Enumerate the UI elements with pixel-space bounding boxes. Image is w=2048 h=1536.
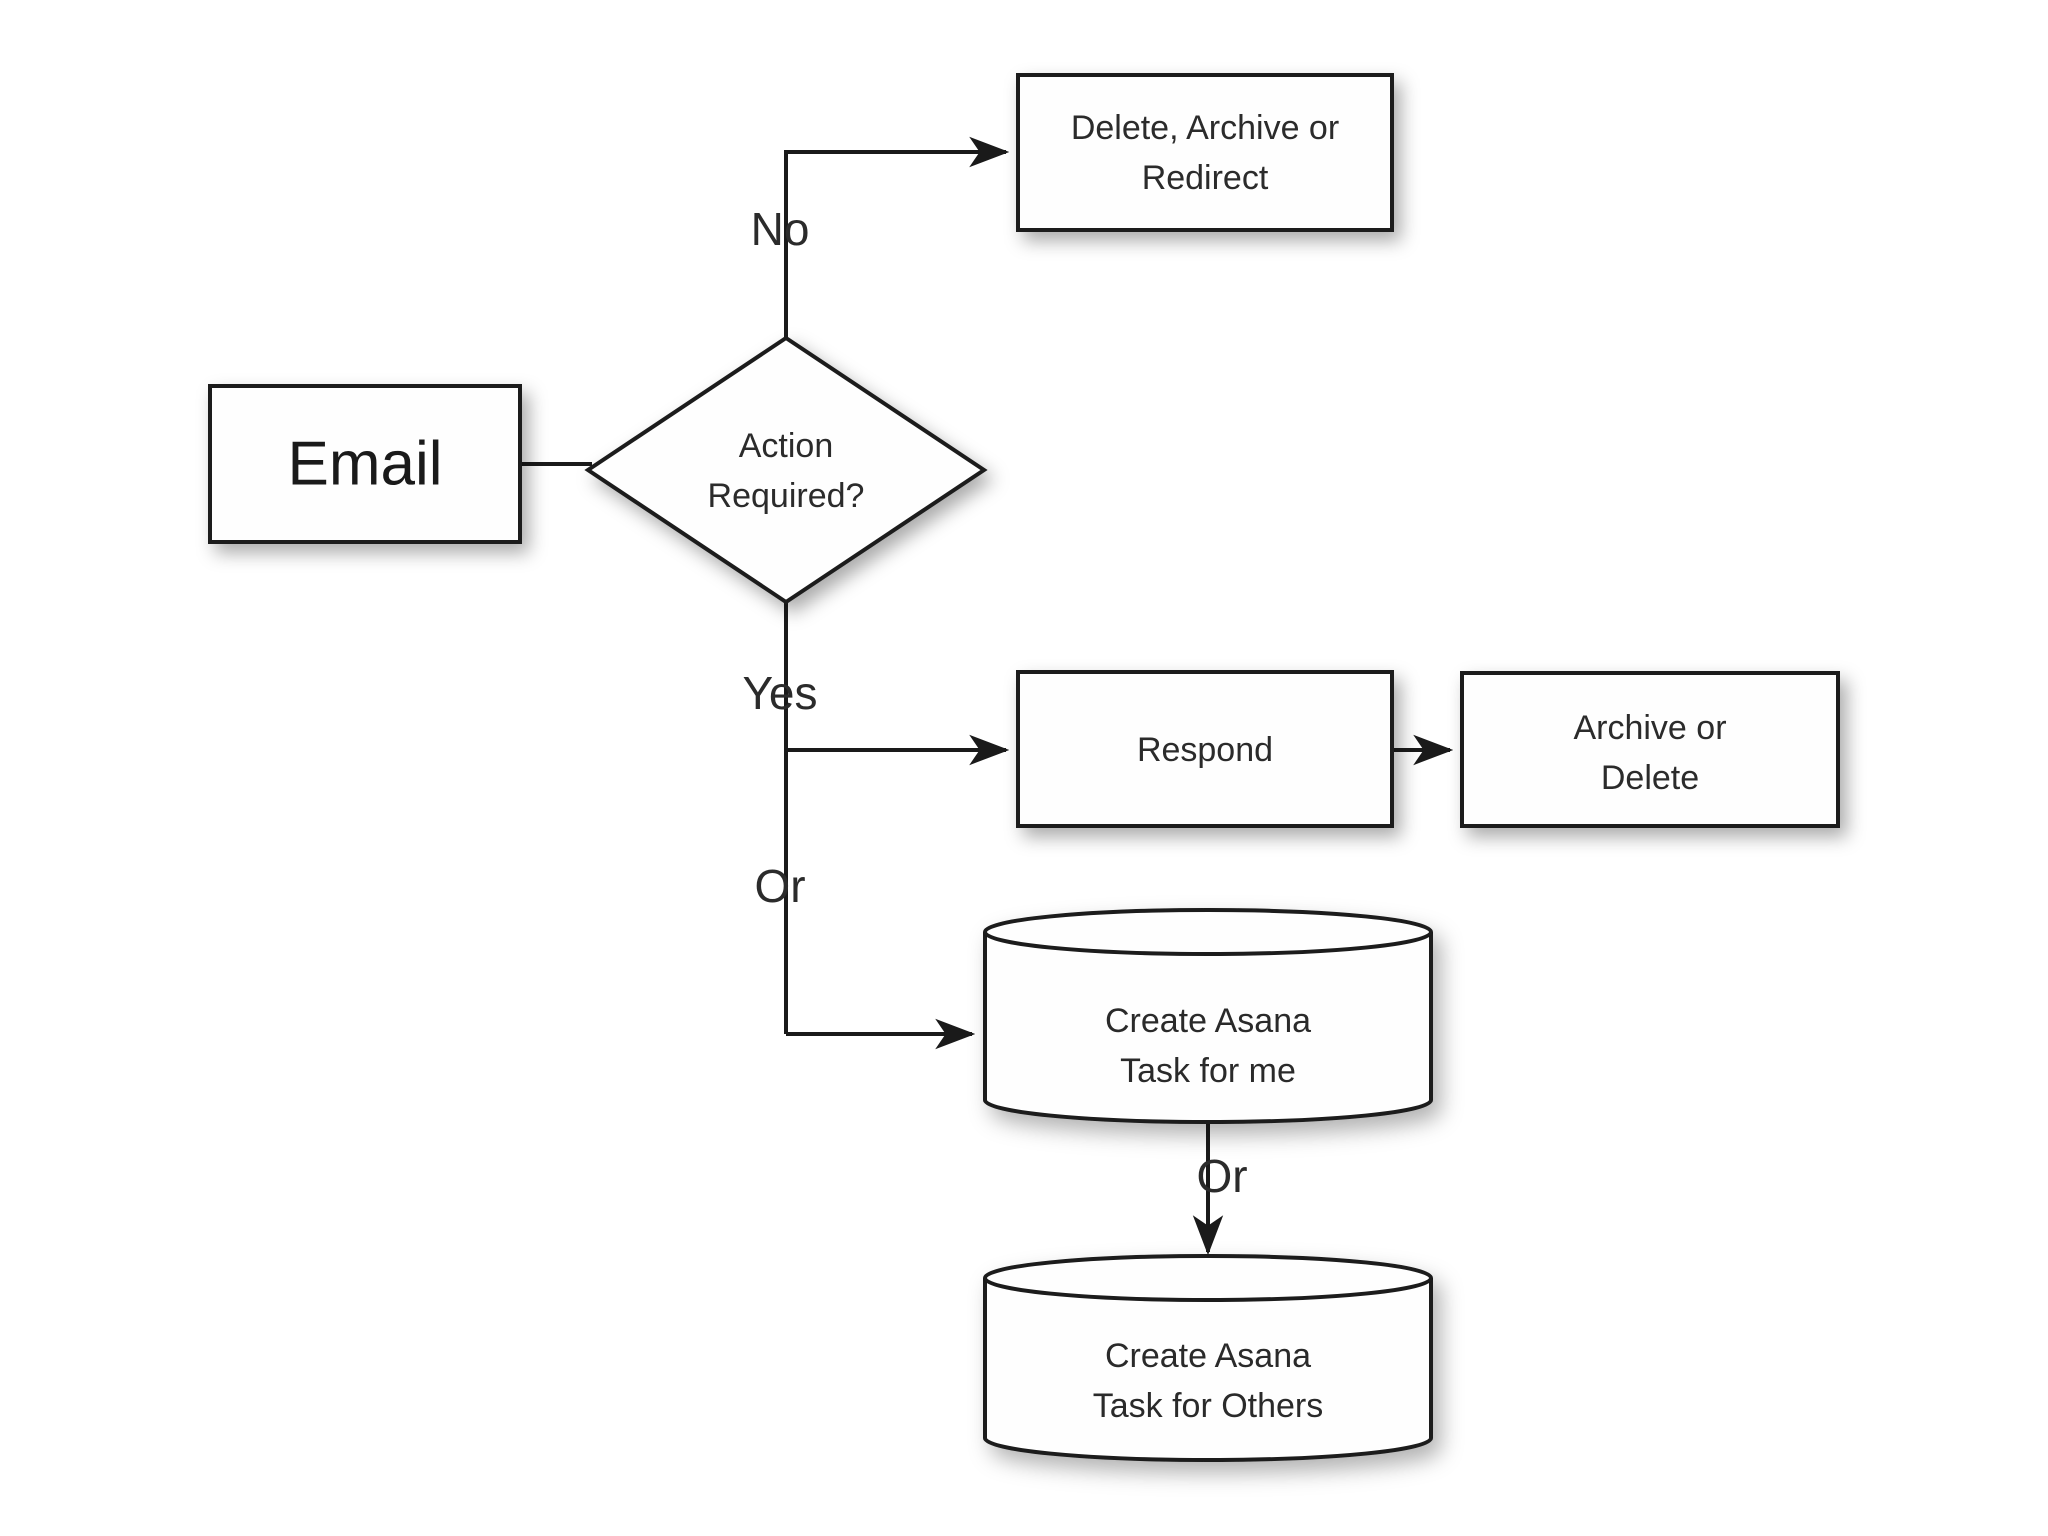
node-respond-label: Respond [1137,731,1273,769]
node-delete-archive-redirect[interactable]: Delete, Archive or Redirect [1016,73,1394,232]
edge-label-or-chain-text: Or [1196,1150,1247,1202]
node-archive-or-delete-label-line1: Archive or [1573,709,1726,747]
node-email[interactable]: Email [208,384,522,544]
node-archive-or-delete-label-line2: Delete [1601,759,1699,797]
edge-decision-to-delete-archive-redirect [784,136,1010,338]
node-create-asana-task-for-me-label-line2: Task for me [1120,1052,1296,1090]
node-email-label: Email [287,429,442,498]
node-archive-or-delete[interactable]: Archive or Delete [1460,671,1840,828]
edge-label-no-text: No [751,203,810,255]
node-action-required-label-line2: Required? [708,477,865,515]
node-action-required-label-line1: Action [739,427,834,465]
node-delete-archive-redirect-label-line2: Redirect [1142,159,1269,197]
node-create-asana-task-for-others-label-line2: Task for Others [1093,1387,1324,1425]
node-delete-archive-redirect-label-line1: Delete, Archive or [1071,109,1339,147]
node-respond[interactable]: Respond [1016,670,1394,828]
edge-label-no: No [751,203,810,255]
edge-label-or-chain: Or [1196,1150,1247,1202]
node-create-asana-task-for-others[interactable]: Create Asana Task for Others [983,1254,1433,1462]
edge-label-or-branch-text: Or [754,860,805,912]
node-create-asana-task-for-me[interactable]: Create Asana Task for me [983,908,1433,1124]
edge-label-yes: Yes [742,667,817,719]
edge-label-yes-text: Yes [742,667,817,719]
edge-label-or-branch: Or [754,860,805,912]
node-action-required[interactable]: Action Required? [584,335,988,605]
node-create-asana-task-for-others-label-line1: Create Asana [1105,1337,1311,1375]
node-create-asana-task-for-me-label-line1: Create Asana [1105,1002,1311,1040]
